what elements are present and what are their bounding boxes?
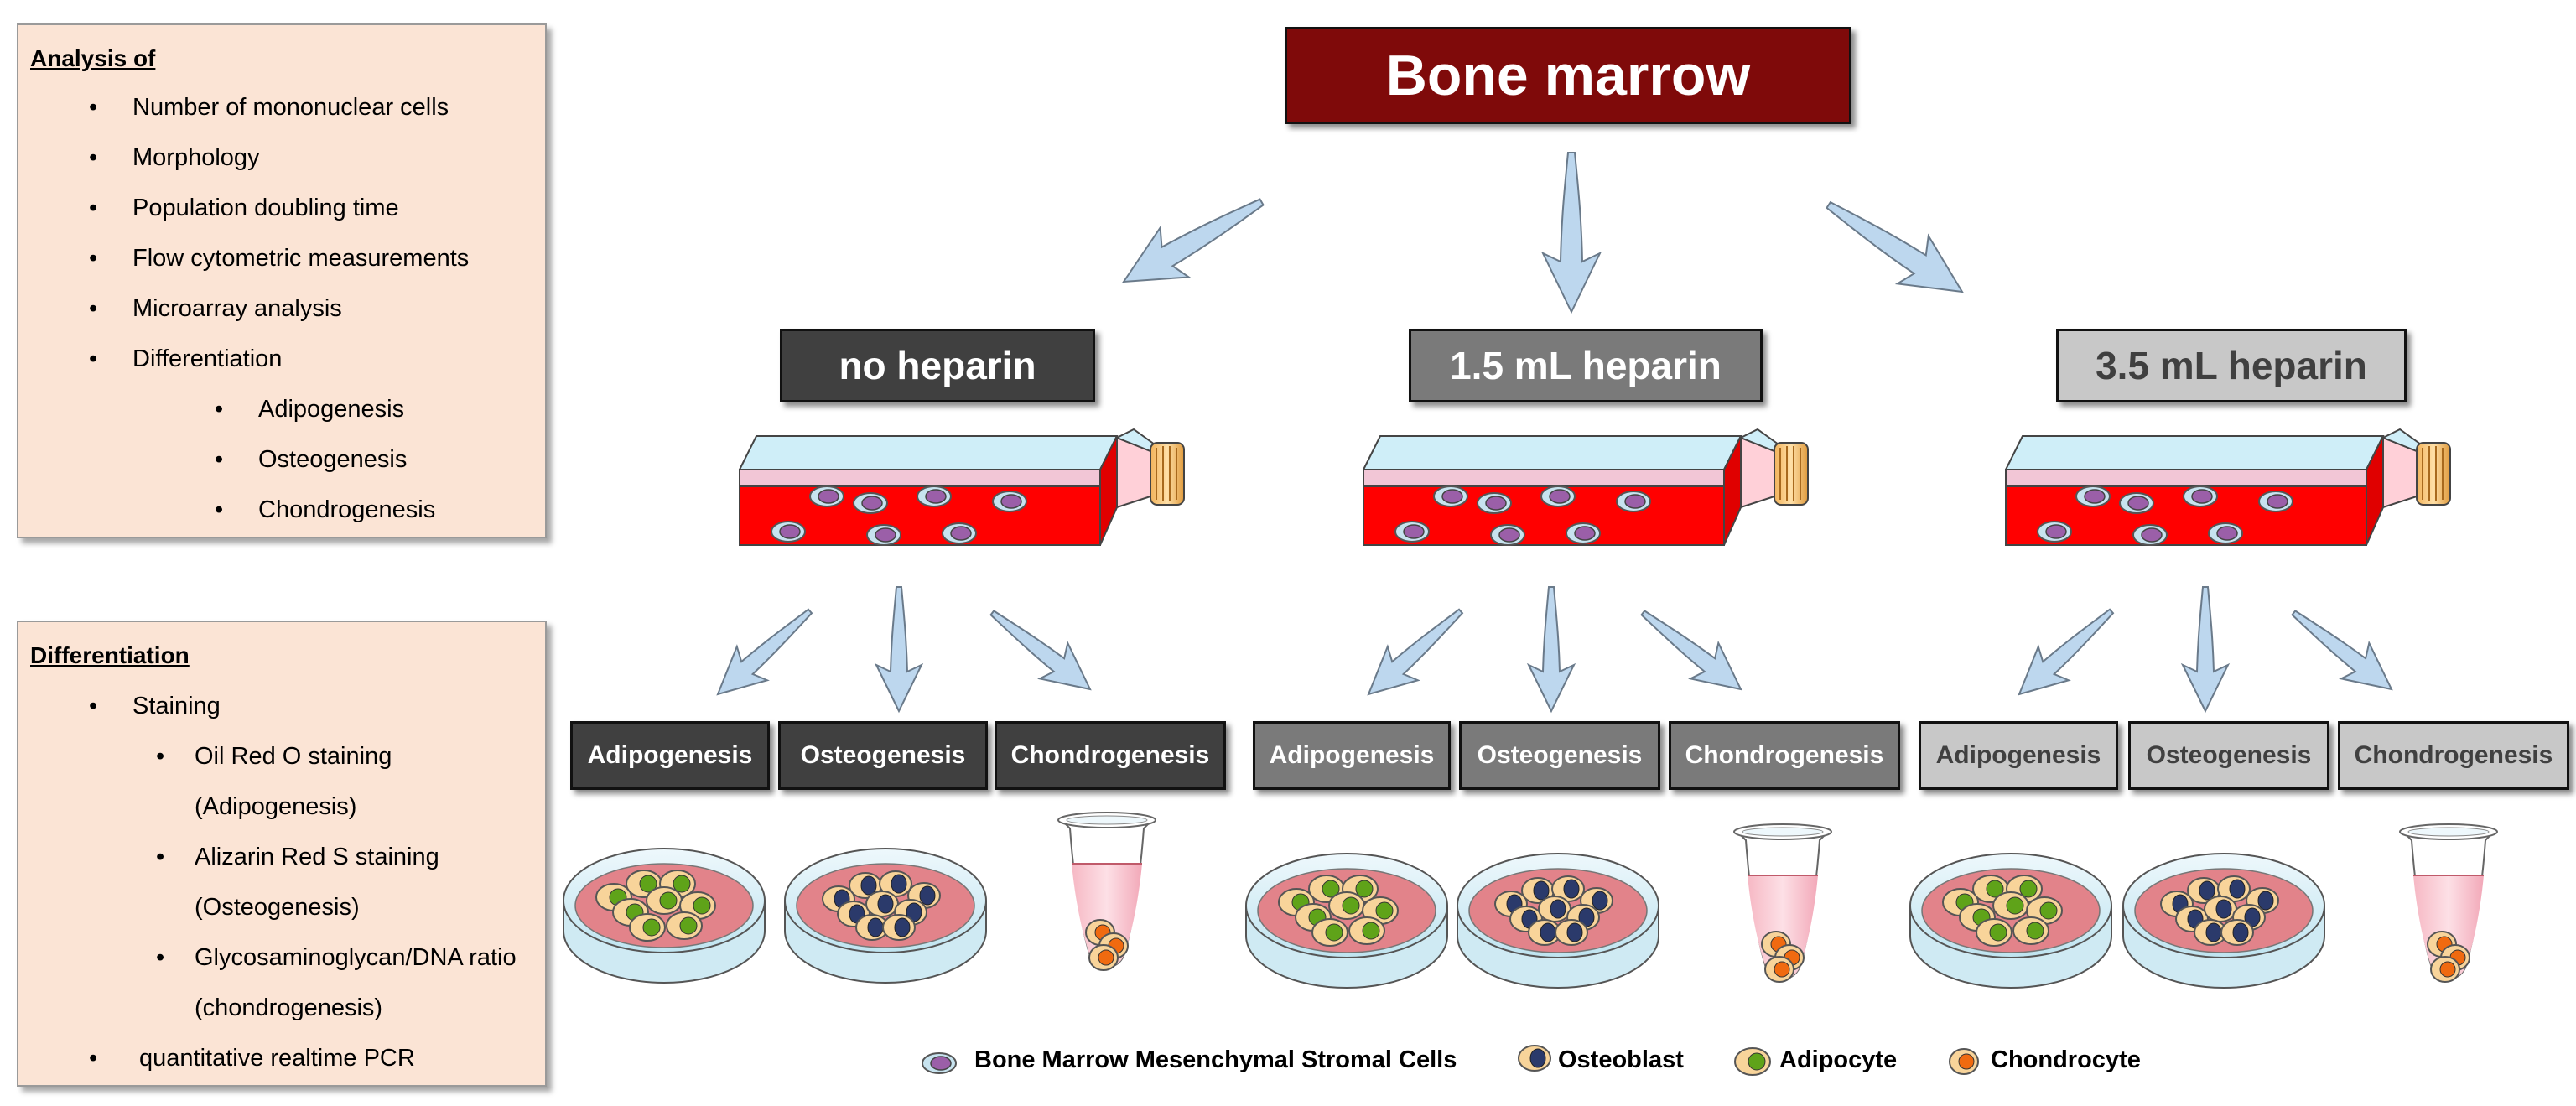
arrow-to-osteogenesis [2182, 586, 2229, 712]
osteogenesis-label: Osteogenesis [1459, 721, 1660, 790]
legend-msc-label: Bone Marrow Mesenchymal Stromal Cells [974, 1046, 1457, 1073]
adipogenesis-label: Adipogenesis [1253, 721, 1451, 790]
differentiation-item: •quantitative realtime PCR [89, 1045, 415, 1072]
group-label-1-5-heparin: 1.5 mL heparin [1409, 329, 1763, 402]
differentiation-subitem: •Glycosaminoglycan/DNA ratio [156, 944, 517, 971]
arrow-to-1-5-heparin [1542, 152, 1601, 313]
osteogenesis-label: Osteogenesis [2128, 721, 2329, 790]
arrow-to-adipogenesis [701, 593, 827, 713]
adipogenesis-label: Adipogenesis [570, 721, 770, 790]
group-label-no-heparin: no heparin [780, 329, 1095, 402]
osteogenesis-dish [1457, 854, 1659, 988]
legend-osteoblast-label: Osteoblast [1558, 1046, 1684, 1073]
analysis-subitem: •Osteogenesis [215, 446, 408, 473]
chondrogenesis-tube [1734, 824, 1831, 982]
analysis-item: •Morphology [89, 144, 260, 171]
arrow-to-chondrogenesis [977, 594, 1105, 709]
differentiation-panel: Differentiation •Staining •Oil Red O sta… [17, 621, 547, 1087]
differentiation-heading: Differentiation [30, 642, 190, 668]
chondrogenesis-tube [2400, 824, 2497, 982]
chondrogenesis-label: Chondrogenesis [2338, 721, 2569, 790]
adipogenesis-dish [1246, 854, 1447, 988]
culture-flask [740, 429, 1184, 545]
group-label-3-5-heparin: 3.5 mL heparin [2056, 329, 2407, 402]
arrow-to-chondrogenesis [1628, 594, 1756, 709]
differentiation-item: •Staining [89, 693, 221, 719]
msc-legend-icon [922, 1052, 957, 1074]
arrow-to-osteogenesis [1528, 586, 1575, 712]
title-banner: Bone marrow [1285, 27, 1852, 124]
arrow-to-no-heparin [1109, 176, 1277, 308]
arrow-to-adipogenesis [2002, 593, 2128, 713]
analysis-item: •Differentiation [89, 345, 283, 372]
differentiation-subitem: •Oil Red O staining [156, 743, 392, 770]
osteogenesis-dish [2123, 854, 2324, 988]
osteogenesis-label: Osteogenesis [778, 721, 988, 790]
analysis-panel: Analysis of •Number of mononuclear cells… [17, 23, 547, 538]
legend-adipocyte-label: Adipocyte [1779, 1046, 1898, 1073]
analysis-heading: Analysis of [30, 45, 156, 71]
adipogenesis-label: Adipogenesis [1919, 721, 2118, 790]
culture-flask [2006, 429, 2450, 545]
analysis-item: •Microarray analysis [89, 295, 342, 322]
differentiation-subitem-note: (chondrogenesis) [195, 994, 383, 1021]
adipogenesis-dish [1910, 854, 2111, 988]
culture-flask [1363, 429, 1808, 545]
arrow-to-3-5-heparin [1812, 180, 1979, 317]
arrow-to-chondrogenesis [2278, 594, 2407, 709]
arrow-to-adipogenesis [1352, 593, 1478, 713]
legend-chondrocyte-label: Chondrocyte [1991, 1046, 2141, 1073]
differentiation-subitem-note: (Osteogenesis) [195, 894, 360, 921]
chondrogenesis-label: Chondrogenesis [1669, 721, 1900, 790]
analysis-item: •Population doubling time [89, 195, 399, 221]
chondrocyte-legend-icon [1949, 1048, 1979, 1075]
osteoblast-legend-icon [1518, 1045, 1551, 1072]
osteogenesis-dish [785, 849, 986, 983]
analysis-subitem: •Chondrogenesis [215, 496, 436, 523]
chondrogenesis-tube [1058, 813, 1156, 970]
chondrogenesis-label: Chondrogenesis [995, 721, 1226, 790]
adipocyte-legend-icon [1734, 1047, 1771, 1076]
analysis-item: •Flow cytometric measurements [89, 245, 470, 272]
analysis-item: •Number of mononuclear cells [89, 94, 449, 121]
differentiation-subitem: •Alizarin Red S staining [156, 844, 439, 870]
analysis-subitem: •Adipogenesis [215, 396, 405, 423]
differentiation-subitem-note: (Adipogenesis) [195, 793, 357, 820]
arrow-to-osteogenesis [875, 586, 922, 712]
adipogenesis-dish [564, 849, 765, 983]
